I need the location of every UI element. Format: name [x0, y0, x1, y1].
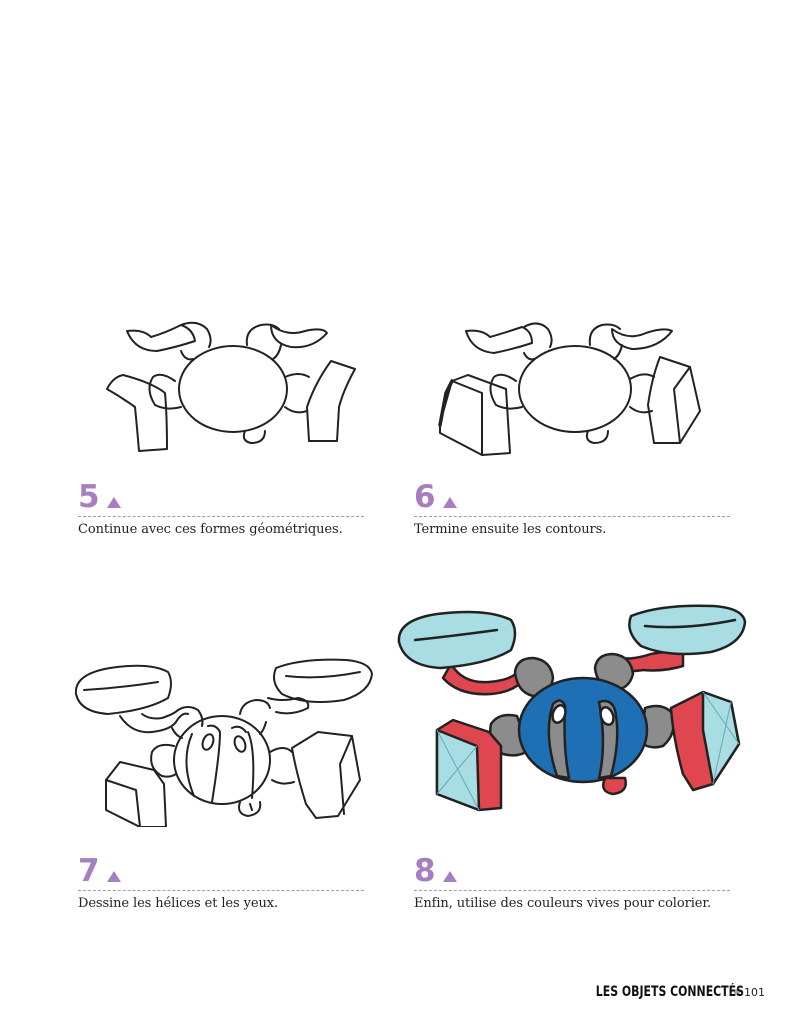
- step-instruction: Termine ensuite les contours.: [414, 522, 607, 537]
- step-5: 5 Continue avec ces formes géométriques.: [78, 478, 364, 537]
- drone-colored-step-8: [393, 598, 758, 828]
- step-5-heading: 5: [78, 478, 364, 515]
- step-7-heading: 7: [78, 852, 364, 889]
- bullet-dot-icon: [734, 989, 740, 995]
- dashed-divider: [414, 516, 730, 517]
- step-number: 8: [414, 853, 436, 889]
- drone-sketch-step-7: [70, 652, 380, 827]
- step-6-heading: 6: [414, 478, 730, 515]
- triangle-icon: [442, 497, 457, 508]
- step-instruction: Dessine les hélices et les yeux.: [78, 896, 279, 911]
- step-number: 5: [78, 479, 100, 515]
- step-instruction: Enfin, utilise des couleurs vives pour c…: [414, 896, 712, 911]
- drone-sketch-step-6: [432, 315, 717, 460]
- dashed-divider: [78, 516, 364, 517]
- page-number: 101: [744, 985, 765, 999]
- section-title: LES OBJETS CONNECTÉS: [595, 984, 744, 1000]
- step-6: 6 Termine ensuite les contours.: [414, 478, 730, 537]
- page-footer: LES OBJETS CONNECTÉS 101: [554, 984, 765, 1000]
- dashed-divider: [414, 890, 730, 891]
- dashed-divider: [78, 890, 364, 891]
- triangle-icon: [442, 871, 457, 882]
- triangle-icon: [106, 497, 121, 508]
- step-number: 6: [414, 479, 436, 515]
- step-8: 8 Enfin, utilise des couleurs vives pour…: [414, 852, 730, 911]
- drone-sketch-step-5: [95, 315, 360, 460]
- step-number: 7: [78, 853, 100, 889]
- step-instruction: Continue avec ces formes géométriques.: [78, 522, 343, 537]
- step-7: 7 Dessine les hélices et les yeux.: [78, 852, 364, 911]
- triangle-icon: [106, 871, 121, 882]
- step-8-heading: 8: [414, 852, 730, 889]
